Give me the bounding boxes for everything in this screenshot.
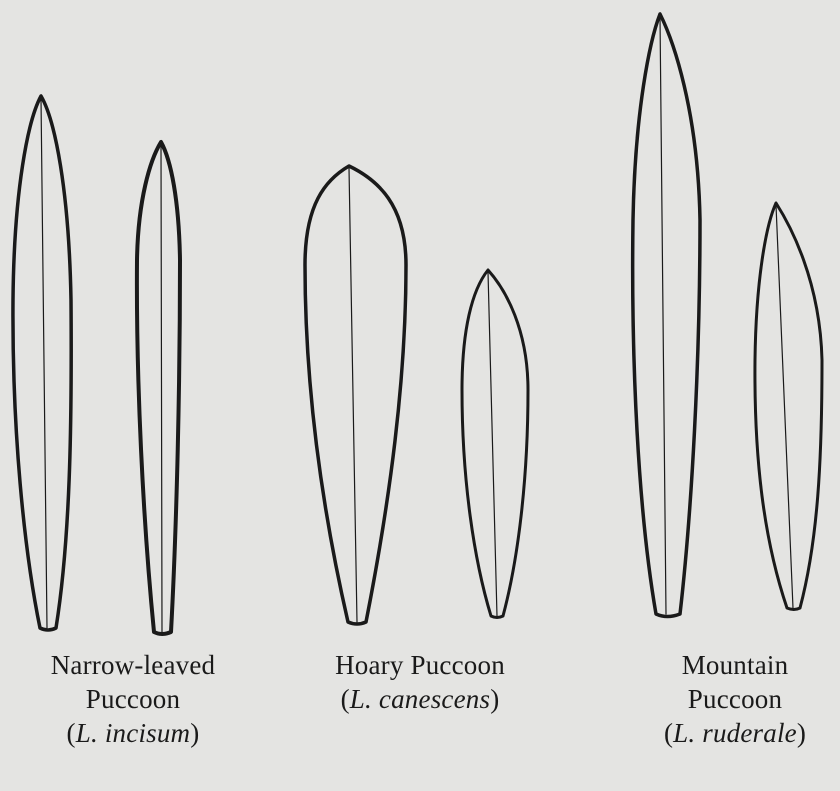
species-epithet: canescens [379,684,490,714]
narrow-leaved-puccoon-leaves [13,96,180,634]
scientific-name: (L. ruderale) [630,716,840,750]
leaf-canescens-2 [462,270,528,618]
leaf-canescens-1 [305,166,406,624]
common-name-line1: Hoary Puccoon [300,648,540,682]
caption-narrow-leaved-puccoon: Narrow-leaved Puccoon (L. incisum) [0,648,266,750]
species-epithet: ruderale [702,718,797,748]
hoary-puccoon-leaves [305,166,528,624]
leaf-ruderale-2 [755,203,822,610]
species-epithet: incisum [105,718,190,748]
genus-abbrev: L. [350,684,372,714]
leaf-incisum-2 [137,142,180,634]
genus-abbrev: L. [673,718,695,748]
common-name-line2: Puccoon [630,682,840,716]
common-name-line1: Mountain [630,648,840,682]
caption-mountain-puccoon: Mountain Puccoon (L. ruderale) [630,648,840,750]
scientific-name: (L. incisum) [0,716,266,750]
common-name-line1: Narrow-leaved [0,648,266,682]
scientific-name: (L. canescens) [300,682,540,716]
common-name-line2: Puccoon [0,682,266,716]
caption-hoary-puccoon: Hoary Puccoon (L. canescens) [300,648,540,716]
mountain-puccoon-leaves [633,14,822,617]
genus-abbrev: L. [76,718,98,748]
leaf-ruderale-1 [633,14,700,617]
leaf-incisum-1 [13,96,71,630]
